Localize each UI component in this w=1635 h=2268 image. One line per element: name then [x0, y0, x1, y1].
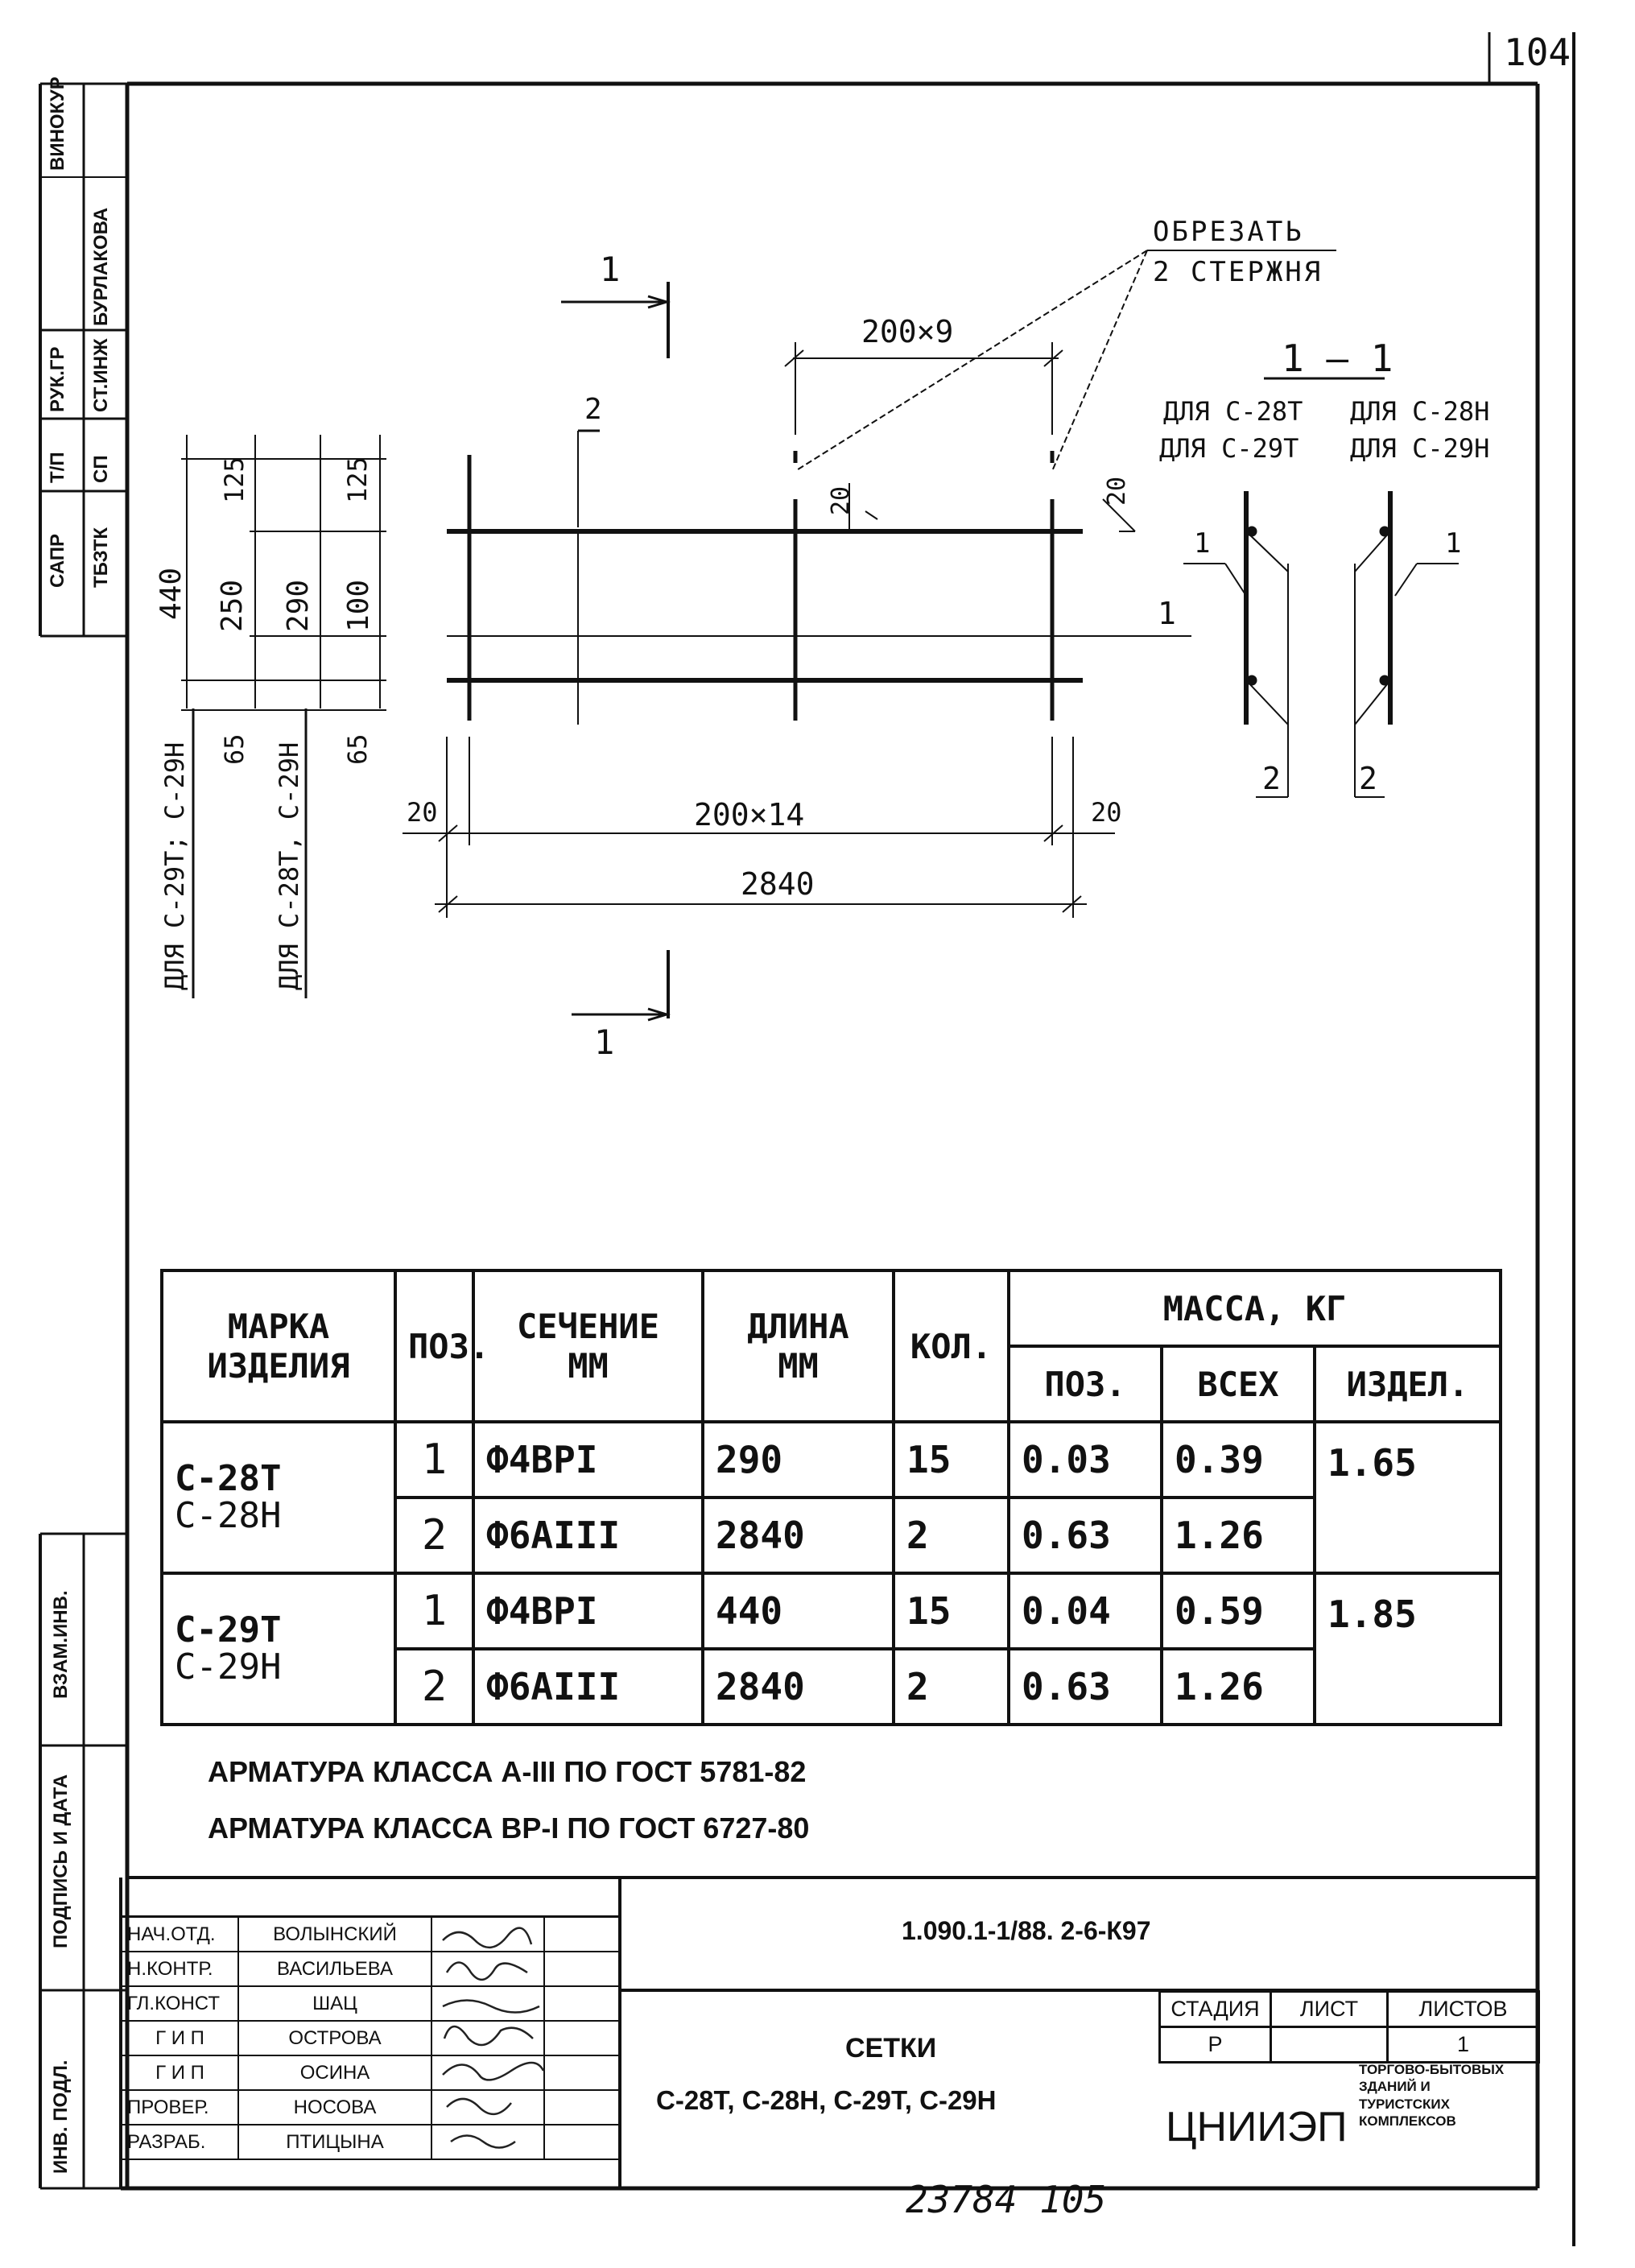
signature-cell	[431, 2020, 545, 2056]
section-title: 1 — 1	[1282, 337, 1393, 380]
cut-note-line2: 2 СТЕРЖНЯ	[1153, 256, 1323, 288]
section-cell: Ф6АIII	[472, 1496, 704, 1575]
stage-label: СТАДИЯ	[1158, 1990, 1272, 2028]
mass-all-cell: 0.59	[1160, 1572, 1316, 1650]
mass-pos-cell: 0.63	[1007, 1496, 1163, 1575]
length-cell: 440	[701, 1572, 895, 1650]
note-rebar-a3: АРМАТУРА КЛАССА А-III ПО ГОСТ 5781-82	[208, 1755, 807, 1788]
signature-row: ПРОВЕР.НОСОВА	[121, 2089, 621, 2125]
length-cell: 290	[701, 1420, 895, 1499]
mass-all-cell: 1.26	[1160, 1496, 1316, 1575]
section-mark-bottom: 1	[594, 1022, 615, 1062]
section-for-c29n: ДЛЯ С-29Н	[1350, 433, 1490, 464]
signature-cell	[431, 2124, 545, 2160]
section-cell: Ф6АIII	[472, 1647, 704, 1726]
pos-1-label: 1	[1158, 596, 1176, 631]
header-mass: МАССА, КГ	[1006, 1269, 1503, 1348]
section-cell: Ф4ВРI	[472, 1572, 704, 1650]
sheet-value	[1270, 2026, 1389, 2064]
stage-table: СТАДИЯ ЛИСТ ЛИСТОВ Р 1	[1158, 1990, 1540, 2064]
sheets-label: ЛИСТОВ	[1386, 1990, 1540, 2028]
handwritten-signatures	[442, 1927, 545, 2149]
sheet-number: 104	[1504, 31, 1571, 74]
bottom-handwritten-number: 23784 105	[906, 2178, 1107, 2221]
dim-20-left: 20	[407, 797, 438, 828]
qty-cell: 15	[892, 1572, 1010, 1650]
header-qty: КОЛ.	[892, 1269, 1010, 1423]
signature-row: РАЗРАБ.ПТИЦЫНА	[121, 2124, 621, 2160]
dim-200x14: 200×14	[694, 797, 805, 832]
doc-title: СЕТКИ	[845, 2033, 937, 2064]
sheets-value: 1	[1386, 2026, 1540, 2064]
section-pos-2-right: 2	[1359, 761, 1377, 796]
mass-pos-cell: 0.63	[1007, 1647, 1163, 1726]
cut-note-line1: ОБРЕЗАТЬ	[1153, 216, 1304, 248]
mass-pos-cell: 0.03	[1007, 1420, 1163, 1499]
signature-cell	[431, 2089, 545, 2125]
length-cell: 2840	[701, 1496, 895, 1575]
pos-cell: 1	[394, 1420, 475, 1499]
length-cell: 2840	[701, 1647, 895, 1726]
pos-2-label: 2	[584, 393, 602, 426]
dim-200x9: 200×9	[861, 314, 954, 349]
sheet-label: ЛИСТ	[1270, 1990, 1389, 2028]
mass-all-cell: 0.39	[1160, 1420, 1316, 1499]
section-for-c28n: ДЛЯ С-28Н	[1350, 396, 1490, 427]
note-rebar-vr1: АРМАТУРА КЛАССА ВР-I ПО ГОСТ 6727-80	[208, 1812, 810, 1845]
section-for-c28t: ДЛЯ С-28Т	[1163, 396, 1303, 427]
header-mass-all: ВСЕХ	[1160, 1345, 1316, 1423]
dim-20-right: 20	[1091, 797, 1122, 828]
doc-code: 1.090.1-1/88. 2-6-К97	[902, 1916, 1151, 1945]
item-mass-cell: 1.65	[1312, 1420, 1503, 1575]
pos-cell: 1	[394, 1572, 475, 1650]
doc-subtitle: С-28Т, С-28Н, С-29Т, С-29Н	[656, 2085, 997, 2115]
dim-2840: 2840	[741, 866, 815, 902]
mass-pos-cell: 0.04	[1007, 1572, 1163, 1650]
section-for-c29t: ДЛЯ С-29Т	[1159, 433, 1299, 464]
signature-table: НАЧ.ОТД.ВОЛЫНСКИЙ Н.КОНТР.ВАСИЛЬЕВА ГЛ.К…	[121, 1916, 621, 2160]
header-pos: ПОЗ.	[394, 1269, 489, 1423]
section-mark-top: 1	[600, 250, 621, 289]
mesh-drawing	[181, 250, 1459, 1022]
signature-row: НАЧ.ОТД.ВОЛЫНСКИЙ	[121, 1916, 621, 1952]
pos-cell: 2	[394, 1647, 475, 1726]
qty-cell: 2	[892, 1647, 1010, 1726]
section-pos-1-right: 1	[1445, 527, 1462, 560]
section-cell: Ф4ВРI	[472, 1420, 704, 1499]
pos-cell: 2	[394, 1496, 475, 1575]
section-pos-2-left: 2	[1262, 761, 1281, 796]
item-mass-cell: 1.85	[1312, 1572, 1503, 1726]
table-row: 2 Ф6АIII 2840 2 0.63 1.26	[162, 1647, 1501, 1726]
stage-value: Р	[1158, 2026, 1272, 2064]
signature-row: Н.КОНТР.ВАСИЛЬЕВА	[121, 1951, 621, 1987]
qty-cell: 15	[892, 1420, 1010, 1499]
table-row: 2 Ф6АIII 2840 2 0.63 1.26	[162, 1496, 1501, 1575]
signature-cell	[431, 2055, 545, 2091]
section-pos-1-left: 1	[1194, 527, 1211, 560]
org-name: ЦНИИЭП	[1166, 2104, 1348, 2150]
mass-all-cell: 1.26	[1160, 1647, 1316, 1726]
header-mass-item: ИЗДЕЛ.	[1312, 1345, 1503, 1423]
qty-cell: 2	[892, 1496, 1010, 1575]
header-mass-pos: ПОЗ.	[1007, 1345, 1163, 1423]
org-description: ТОРГОВО-БЫТОВЫХ ЗДАНИЙ И ТУРИСТСКИХ КОМП…	[1359, 2062, 1505, 2129]
